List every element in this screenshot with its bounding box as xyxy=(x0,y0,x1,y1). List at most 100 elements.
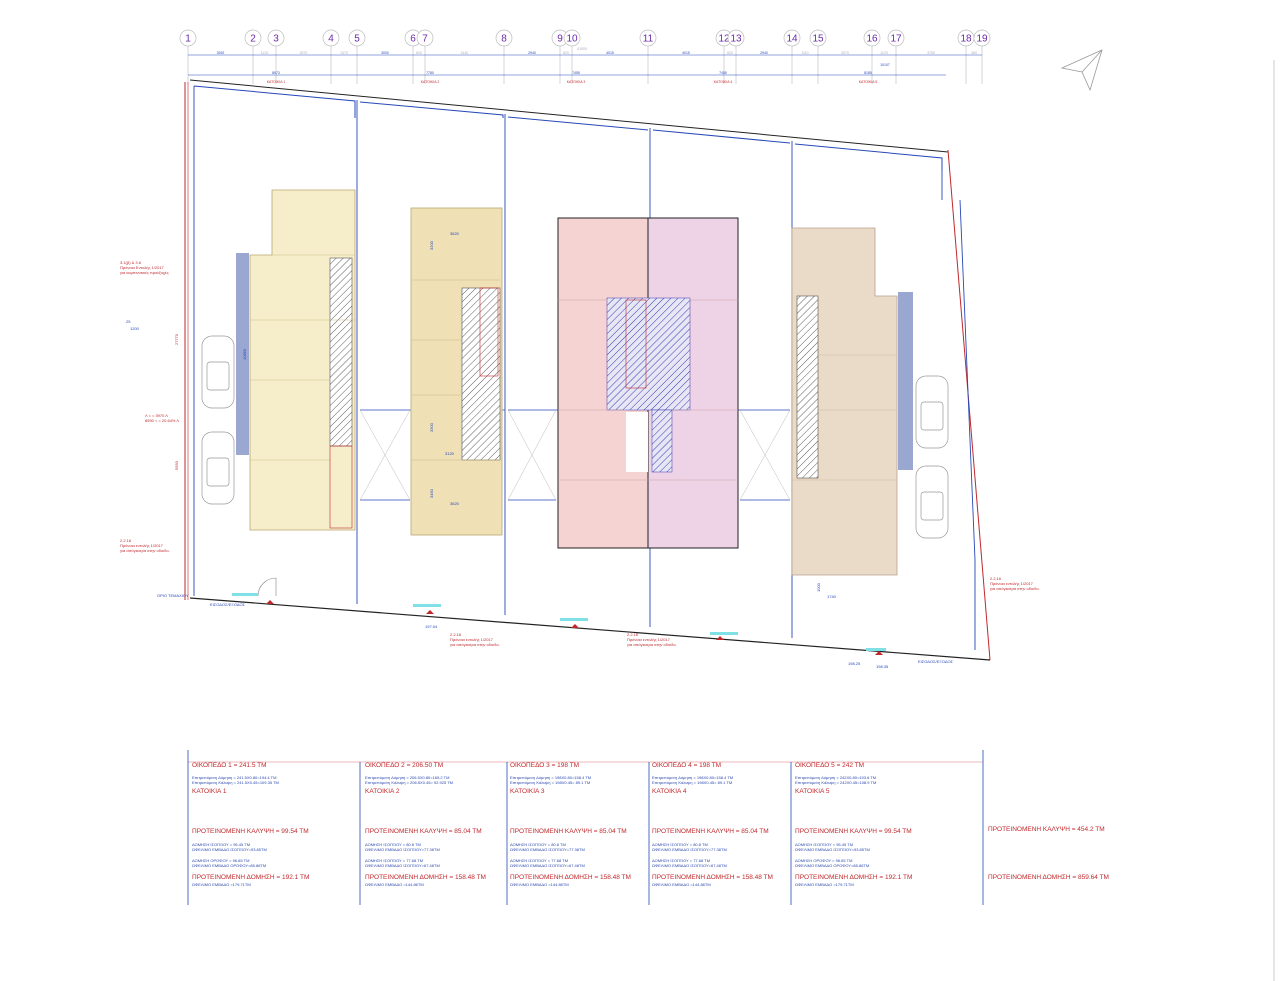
road-label-right: ΕΙΣΟΔΟΣ/ΕΞΟΔΟΣ xyxy=(918,659,954,664)
grid-axis-bubble xyxy=(783,29,801,47)
allowed-build: Επιτρεπόμενη Δόμηση = 241.5Χ0.80=194.4 Τ… xyxy=(192,775,277,780)
floor-build: ΔΟΜΗΣΗ ΟΡΟΦΟΥ = 96.65 ΤΜ xyxy=(192,858,250,863)
grid-axis-label: 13 xyxy=(730,34,742,45)
grid-axis-bubble xyxy=(809,29,827,47)
grid-axis-bubble xyxy=(863,29,881,47)
note-fence-2: 2.2.16 Πρόνοια εντολής 1/2017 για απόγκα… xyxy=(450,632,500,647)
grid-axis-bubble xyxy=(348,29,366,47)
dimension-value: 8185 xyxy=(864,71,872,75)
grid-axis-bubble xyxy=(727,29,745,47)
grid-axis-bubble xyxy=(887,29,905,47)
net-area: ΩΦΕΛΙΜΟ ΕΜΒΑΔΟ =144.86ΤΜ xyxy=(365,882,424,887)
ground-net-area: ΩΦΕΛΙΜΟ ΕΜΒΑΔΟ ΙΣΟΓΕΙΟΥ=93.85ΤΜ xyxy=(192,847,267,852)
house-1[interactable] xyxy=(236,189,356,531)
note-line: για απόγκατρα στην οδοιδο. xyxy=(990,586,1040,591)
house-name: ΚΑΤΟΙΚΙΑ 3 xyxy=(510,788,545,795)
dimension-value: 7455 xyxy=(572,71,580,75)
floor-net-area: ΩΦΕΛΙΜΟ ΕΜΒΑΔΟ ΟΡΟΦΟΥ=85.86ΤΜ xyxy=(192,863,267,868)
dimension-value: 620 xyxy=(727,51,733,55)
grid-axis-label: 6 xyxy=(410,34,416,45)
total-coverage: ΠΡΟΤΕΙΝΟΜΕΝΗ ΚΑΛΥΨΗ = 454.2 ΤΜ xyxy=(988,826,1105,833)
car-icon xyxy=(915,375,949,449)
house-3-4-courtyard xyxy=(558,297,738,481)
proposed-coverage: ΠΡΟΤΕΙΝΟΜΕΝΗ ΚΑΛΥΨΗ = 99.54 ΤΜ xyxy=(795,828,912,835)
dimension-value: 1120 xyxy=(261,51,269,55)
h2-dim: 3450 xyxy=(429,488,434,498)
slope-top-dim: 25 xyxy=(126,319,131,324)
house-2[interactable] xyxy=(410,207,503,536)
dimension-value: 4015 xyxy=(606,51,614,55)
floor-net-area: ΩΦΕΛΙΜΟ ΕΜΒΑΔΟ ΙΣΟΓΕΙΟΥ=67.48ΤΜ xyxy=(652,863,727,868)
grid-axis-bubble xyxy=(416,29,434,47)
dimension-value: 2570 xyxy=(841,51,849,55)
floor-build: ΔΟΜΗΣΗ ΟΡΟΦΟΥ = 96.65 ΤΜ xyxy=(795,858,853,863)
car-icon xyxy=(201,335,235,409)
floor-build: ΔΟΜΗΣΗ ΙΣΟΓΕΙΟΥ = 77.68 ΤΜ xyxy=(365,858,424,863)
area-table-lines xyxy=(187,60,1275,981)
grid-axis-label: 10 xyxy=(566,34,578,45)
grid-axis-label: 2 xyxy=(250,34,256,45)
proposed-build: ΠΡΟΤΕΙΝΟΜΕΝΗ ΔΟΜΗΣΗ = 158.48 ΤΜ xyxy=(510,874,631,881)
house-label: ΚΑΤΟΙΚΙΑ 2 xyxy=(421,80,440,84)
allowed-build: Επιτρεπόμενη Δόμηση = 242Χ0.80=193.6 ΤΜ xyxy=(795,775,877,780)
h2-dim: 3300 xyxy=(429,422,434,432)
grid-axis-label: 3 xyxy=(273,34,279,45)
h2-dim: 3200 xyxy=(429,240,434,250)
grid-axis-label: 12 xyxy=(718,34,730,45)
house-label: ΚΑΤΟΙΚΙΑ 3 xyxy=(567,80,586,84)
grid-axis-bubble xyxy=(244,29,262,47)
net-area: ΩΦΕΛΙΜΟ ΕΜΒΑΔΟ =179.71ΤΜ xyxy=(795,882,854,887)
allowed-build: Επιτρεπόμενη Δόμηση = 206.5Χ0.80=165.2 Τ… xyxy=(365,775,450,780)
allowed-coverage: Επιτρεπόμενη Κάλυψη = 206.5Χ0.45= 92.925… xyxy=(365,780,453,785)
dimension-value: 3392 xyxy=(217,51,225,55)
north-arrow-icon xyxy=(1060,49,1103,92)
house-name: ΚΑΤΟΙΚΙΑ 2 xyxy=(365,788,400,795)
ground-net-area: ΩΦΕΛΙΜΟ ΕΜΒΑΔΟ ΙΣΟΓΕΙΟΥ=77.38ΤΜ xyxy=(365,847,440,852)
net-area: ΩΦΕΛΙΜΟ ΕΜΒΑΔΟ =144.86ΤΜ xyxy=(652,882,711,887)
floor-net-area: ΩΦΕΛΙΜΟ ΕΜΒΑΔΟ ΙΣΟΓΕΙΟΥ=67.48ΤΜ xyxy=(365,863,440,868)
plot-title: ΟΙΚΟΠΕΔΟ 4 = 198 ΤΜ xyxy=(652,762,722,769)
note-line: Πρόνοια εντολής 1/2017 xyxy=(627,637,670,642)
grid-axis-label: 19 xyxy=(976,34,988,45)
note-code: 3.1(β) & 3.6 xyxy=(120,260,141,265)
dimension-value: 1120 xyxy=(880,51,888,55)
ground-net-area: ΩΦΕΛΙΜΟ ΕΜΒΑΔΟ ΙΣΟΓΕΙΟΥ=93.85ΤΜ xyxy=(795,847,870,852)
level-1: 197.04 xyxy=(425,624,438,629)
totals-cell: ΠΡΟΤΕΙΝΟΜΕΝΗ ΚΑΛΥΨΗ = 454.2 ΤΜ ΠΡΟΤΕΙΝΟΜ… xyxy=(988,762,1109,902)
note-line: για καμπινοτικές προεξοχές xyxy=(120,270,169,275)
total-build: ΠΡΟΤΕΙΝΟΜΕΝΗ ΔΟΜΗΣΗ = 859.64 ΤΜ xyxy=(988,874,1109,881)
proposed-coverage: ΠΡΟΤΕΙΝΟΜΕΝΗ ΚΑΛΥΨΗ = 85.04 ΤΜ xyxy=(510,828,627,835)
note-line: για απόγκατρα στην οδοιδο. xyxy=(450,642,500,647)
note-fence-3: 2.2.16 Πρόνοια εντολής 1/2017 για απόγκα… xyxy=(627,632,677,647)
grid-axis-bubble xyxy=(639,29,657,47)
ground-build: ΔΟΜΗΣΗ ΙΣΟΓΕΙΟΥ = 80.8 ΤΜ xyxy=(365,842,421,847)
allowed-build: Επιτρεπόμενη Δόμηση = 198Χ0.80=158.4 ΤΜ xyxy=(652,775,734,780)
dimension-value: 460 xyxy=(971,51,977,55)
net-area: ΩΦΕΛΙΜΟ ΕΜΒΑΔΟ =144.86ΤΜ xyxy=(510,882,569,887)
note-line: Πρόνοια εντολής 1/2017 xyxy=(450,637,493,642)
note-code: 2.2.16 xyxy=(990,576,1002,581)
entrance-markers xyxy=(232,577,886,655)
ground-net-area: ΩΦΕΛΙΜΟ ΕΜΒΑΔΟ ΙΣΟΓΕΙΟΥ=77.38ΤΜ xyxy=(652,847,727,852)
grid-axis-bubble xyxy=(495,29,513,47)
house-label: ΚΑΤΟΙΚΙΑ 1 xyxy=(267,80,286,84)
house-5[interactable] xyxy=(791,227,913,576)
h5-dim: 1000 xyxy=(816,582,821,592)
note-line: Πρόνοια εντολής 1/2017 xyxy=(990,581,1033,586)
grid-axis-label: 4 xyxy=(328,34,334,45)
grid-axis-bubble xyxy=(322,29,340,47)
ratio-2: 8590 < = 20.64% Λ xyxy=(145,418,179,423)
dimension-value: 2570 xyxy=(300,51,308,55)
road-label-left: ΕΙΣΟΔΟΣ/ΕΞΟΔΟΣ xyxy=(210,602,246,607)
plot-cell: ΟΙΚΟΠΕΔΟ 4 = 198 ΤΜ Επιτρεπόμενη Δόμηση =… xyxy=(652,762,773,902)
dimension-value: 620 xyxy=(563,51,569,55)
allowed-coverage: Επιτρεπόμενη Κάλυψη = 242Χ0.45=108.9 ΤΜ xyxy=(795,780,877,785)
slope-dim: 1200 xyxy=(130,326,140,331)
net-area: ΩΦΕΛΙΜΟ ΕΜΒΑΔΟ =179.71ΤΜ xyxy=(192,882,251,887)
grid-axis-bubble xyxy=(267,29,285,47)
boundary-label: ΟΡΙΟ ΤΕΜΑΧΙΟΥ xyxy=(157,593,189,598)
